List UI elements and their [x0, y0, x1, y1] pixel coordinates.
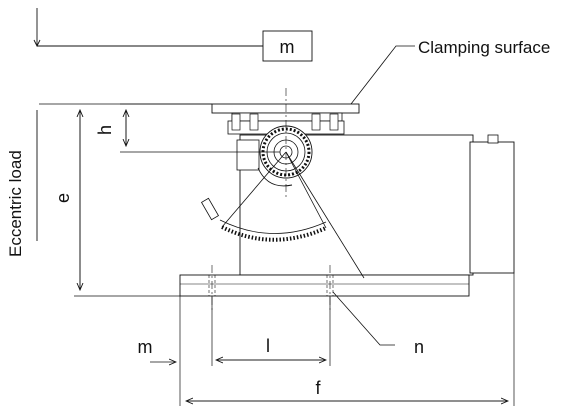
mass-box-label: m	[280, 37, 295, 57]
l-label: l	[266, 336, 270, 356]
dimension-l	[211, 296, 331, 366]
bolt	[231, 113, 241, 131]
axis-line	[285, 151, 365, 279]
clamp-flange	[231, 112, 343, 122]
dimension-f	[179, 273, 515, 406]
motor-connector	[487, 134, 499, 144]
swing-scale-edge	[219, 219, 327, 234]
n-label: n	[414, 337, 424, 357]
eccentric-load-label: Eccentric load	[6, 150, 25, 257]
clamping-surface-label: Clamping surface	[418, 38, 550, 57]
clamping-surface-callout: Clamping surface	[350, 38, 550, 105]
bolt	[311, 113, 321, 131]
h-label: h	[95, 125, 115, 135]
e-label: e	[53, 193, 73, 203]
f-label: f	[315, 378, 321, 398]
swing-sector	[200, 151, 327, 242]
swing-scale	[221, 225, 327, 242]
clamping-plate	[211, 103, 360, 114]
rotary-guide-arc	[257, 167, 293, 187]
side-mass-indicator: m	[138, 337, 177, 362]
swing-stop	[200, 197, 220, 221]
machine-body	[179, 103, 515, 297]
clamping-leader-line	[350, 45, 415, 105]
eccentric-load-annotation: Eccentric load	[6, 110, 38, 257]
bolt	[249, 113, 259, 131]
gear-teeth	[261, 127, 311, 177]
mass-box	[262, 30, 313, 62]
load-indicator: m	[33, 8, 313, 62]
n-callout: n	[285, 151, 424, 357]
n-leader-line	[332, 291, 395, 346]
swing-ray-left	[221, 151, 287, 228]
base-slide	[179, 274, 470, 297]
swing-ray-right	[285, 151, 327, 229]
motor-block	[469, 141, 515, 274]
dimension-e	[39, 103, 212, 297]
bolt	[329, 113, 339, 131]
side-bracket	[236, 139, 260, 171]
side-mass-label: m	[138, 337, 153, 357]
